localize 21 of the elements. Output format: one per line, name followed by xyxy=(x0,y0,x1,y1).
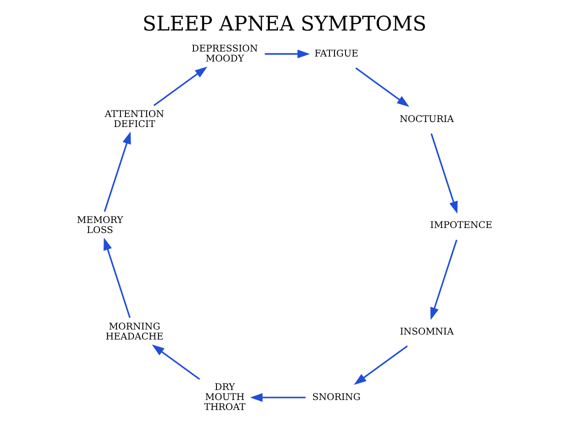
node-text: ATTENTION DEFICIT xyxy=(104,108,164,130)
node-text: FATIGUE xyxy=(314,48,358,60)
node-text: DRY MOUTH THROAT xyxy=(204,382,246,414)
arrow xyxy=(250,393,306,402)
node-text: MEMORY LOSS xyxy=(76,215,124,236)
node-text: INSOMNIA xyxy=(400,326,454,338)
arrow xyxy=(355,67,410,107)
arrow xyxy=(264,50,310,58)
arrow xyxy=(153,66,208,106)
diagram-title: SLEEP APNEA SYMPTOMS xyxy=(142,12,426,36)
node-text: DEPRESSION MOODY xyxy=(192,43,258,64)
node-text: IMPOTENCE xyxy=(430,220,492,232)
arrow xyxy=(104,238,131,318)
arrow xyxy=(152,344,200,380)
node-text: SNORING xyxy=(312,392,361,403)
arrow xyxy=(430,240,458,320)
arrow xyxy=(104,131,131,212)
node-text: MORNING HEADACHE xyxy=(106,321,164,342)
node-text: NOCTURIA xyxy=(400,114,454,125)
arrow xyxy=(430,133,458,214)
arrow xyxy=(354,345,408,385)
